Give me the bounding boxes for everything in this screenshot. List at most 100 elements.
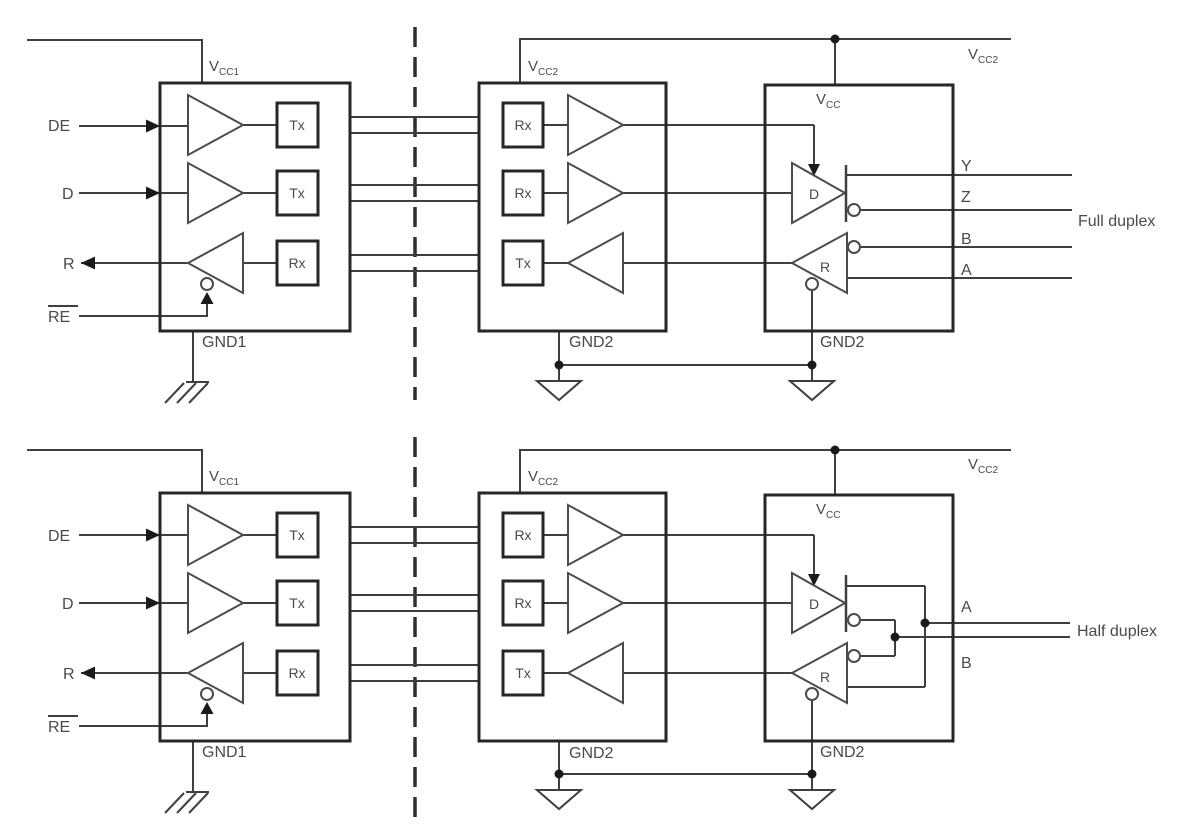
vcc-label: VCC	[816, 91, 840, 111]
tx-channel-box	[501, 239, 545, 287]
buffer-triangle	[567, 503, 626, 567]
bus-pin-z-label: Z	[961, 189, 971, 206]
rx-channel-box	[501, 101, 545, 149]
gnd1-label: GND1	[202, 744, 247, 761]
gnd2-label: GND2	[569, 334, 614, 351]
tx-channel-box	[501, 649, 545, 697]
channel-box-label: Tx	[515, 665, 531, 681]
signal-ground-symbol	[534, 789, 584, 811]
signal-ground-symbol	[787, 380, 837, 402]
gnd1-label: GND1	[202, 334, 247, 351]
receive-buffer-triangle	[565, 231, 624, 295]
junction-dot	[554, 769, 564, 779]
input-arrow	[146, 596, 160, 610]
gnd2-label: GND2	[820, 744, 865, 761]
buffer-triangle	[187, 503, 246, 567]
vcc2-rail-label: VCC2	[968, 46, 998, 66]
re-pin-label: RE	[48, 719, 70, 736]
junction-dot	[830, 445, 840, 455]
rs485-transceiver-box	[763, 493, 955, 743]
buffer-triangle	[567, 93, 626, 157]
junction-dot	[920, 618, 930, 628]
tx-channel-box	[275, 169, 320, 217]
receiver-label: R	[820, 259, 830, 275]
rx-channel-box	[501, 511, 545, 559]
rx-channel-box	[275, 239, 320, 287]
buffer-triangle	[567, 571, 626, 635]
output-arrow	[81, 666, 95, 680]
bus-pin-a-label: A	[961, 262, 972, 279]
half-duplex-diagram: VCC1 DE D R RE GND1 Tx Tx Rx VCC2 Rx Rx …	[27, 437, 1157, 820]
earth-ground-symbol	[164, 381, 209, 404]
vcc2-label: VCC2	[528, 58, 558, 78]
input-arrow	[146, 119, 160, 133]
bus-pin-y-label: Y	[961, 158, 972, 175]
enable-arrow	[200, 702, 214, 714]
channel-box-label: Rx	[514, 185, 531, 201]
channel-box-label: Tx	[289, 527, 305, 543]
vcc1-label: VCC1	[209, 58, 239, 78]
rx-channel-box	[501, 579, 545, 627]
rx-channel-box	[275, 649, 320, 697]
buffer-triangle	[187, 571, 246, 635]
wires	[27, 38, 1072, 382]
inverting-output-bubble	[847, 613, 861, 627]
receiver-triangle	[789, 231, 848, 295]
driver-triangle	[791, 571, 848, 635]
receiver-triangle	[789, 641, 848, 705]
duplex-mode-caption: Full duplex	[1078, 213, 1155, 230]
junction-dot	[807, 360, 817, 370]
junction-dot	[807, 769, 817, 779]
gnd2-label: GND2	[569, 745, 614, 762]
isolated-bus-side-device-box	[477, 81, 668, 333]
driver-enable-arrow	[808, 164, 820, 176]
rs485-transceiver-box	[763, 83, 955, 333]
junction-dot	[830, 34, 840, 44]
channel-box-label: Rx	[514, 527, 531, 543]
tx-channel-box	[275, 511, 320, 559]
de-pin-label: DE	[48, 118, 70, 135]
signal-ground-symbol	[787, 789, 837, 811]
driver-triangle	[791, 161, 848, 225]
logic-side-device-box	[158, 491, 352, 743]
full-duplex-diagram: VCC1 DE D R RE GND1 Tx Tx Rx VCC2 Rx Rx …	[27, 27, 1155, 404]
vcc2-rail-label: VCC2	[968, 456, 998, 476]
logic-side-device-box	[158, 81, 352, 333]
channel-box-label: Rx	[514, 595, 531, 611]
channel-box-label: Tx	[289, 185, 305, 201]
junction-dot	[554, 360, 564, 370]
inverting-input-bubble	[847, 240, 861, 254]
r-pin-label: R	[63, 256, 75, 273]
re-pin-label: RE	[48, 309, 70, 326]
tx-channel-box	[275, 101, 320, 149]
driver-label: D	[809, 596, 819, 612]
buffer-triangle	[187, 93, 246, 157]
channel-box-label: Rx	[288, 665, 305, 681]
input-arrow	[146, 186, 160, 200]
earth-ground-symbol	[164, 791, 209, 814]
bus-pin-b-label: B	[961, 655, 972, 672]
receiver-enable-bubble	[805, 687, 819, 701]
receive-buffer-triangle	[185, 231, 244, 295]
enable-bubble	[200, 277, 214, 291]
inverting-output-bubble	[847, 203, 861, 217]
bus-pin-a-label: A	[961, 599, 972, 616]
buffer-triangle	[567, 161, 626, 225]
channel-box-label: Rx	[514, 117, 531, 133]
duplex-mode-caption: Half duplex	[1077, 623, 1157, 640]
d-pin-label: D	[62, 596, 74, 613]
enable-arrow	[200, 292, 214, 304]
vcc1-label: VCC1	[209, 468, 239, 488]
wires	[27, 449, 1070, 792]
isolated-bus-side-device-box	[477, 491, 668, 743]
d-pin-label: D	[62, 186, 74, 203]
channel-box-label: Rx	[288, 255, 305, 271]
input-arrow	[146, 528, 160, 542]
receiver-enable-bubble	[805, 277, 819, 291]
bus-pin-b-label: B	[961, 231, 972, 248]
rx-channel-box	[501, 169, 545, 217]
channel-box-label: Tx	[515, 255, 531, 271]
receive-buffer-triangle	[565, 641, 624, 705]
